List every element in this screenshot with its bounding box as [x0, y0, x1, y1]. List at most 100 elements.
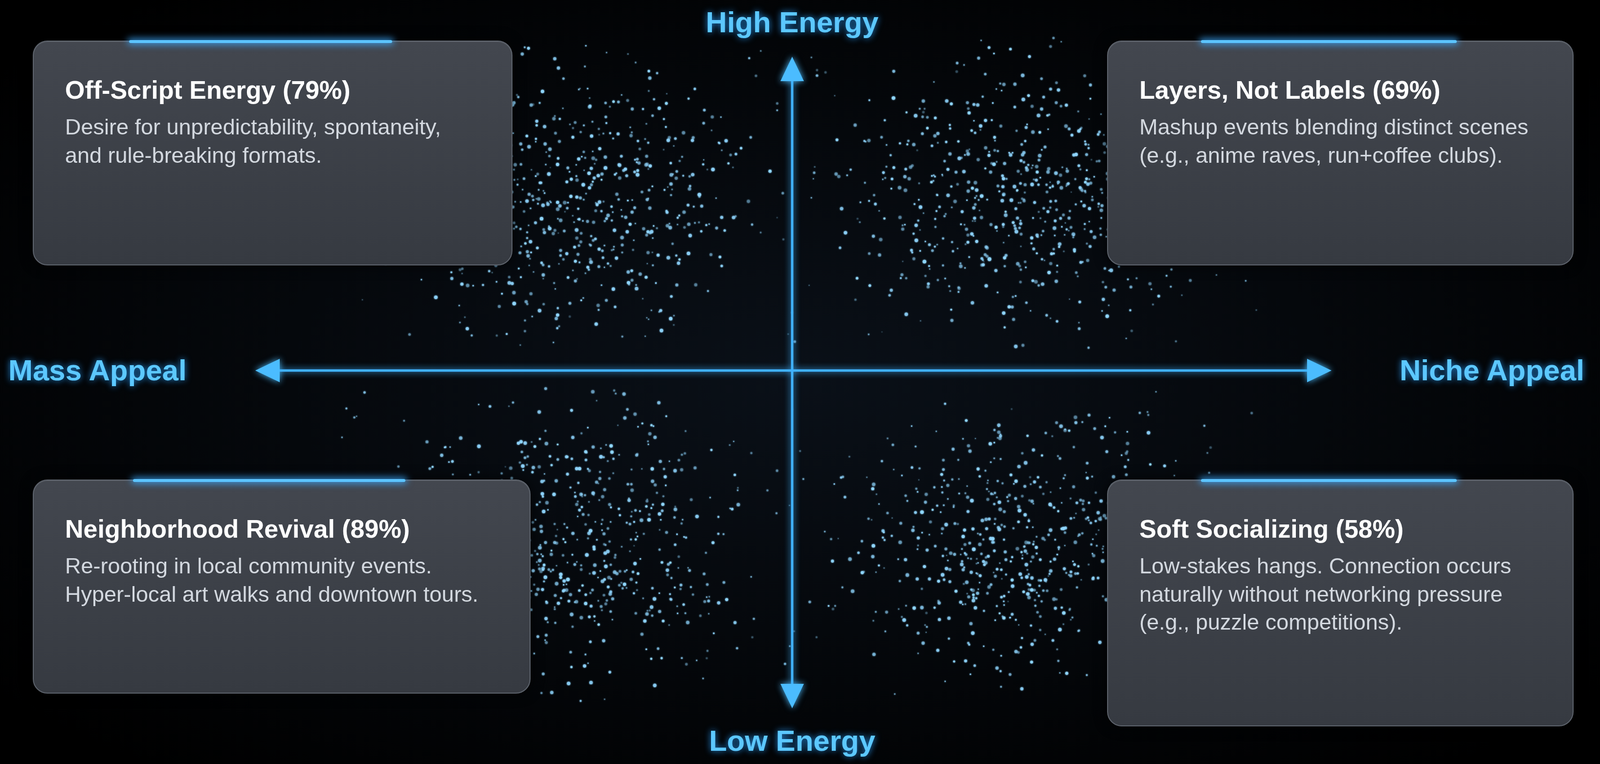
data-dot — [571, 625, 575, 629]
data-dot — [530, 251, 533, 254]
data-dot — [516, 183, 519, 186]
data-dot — [1085, 177, 1088, 180]
data-dot — [1027, 94, 1031, 98]
data-dot — [525, 134, 529, 137]
data-dot — [1021, 197, 1024, 200]
data-dot — [946, 193, 950, 198]
data-dot — [581, 512, 585, 516]
data-dot — [680, 657, 683, 660]
data-dot — [444, 446, 446, 449]
data-dot — [583, 65, 586, 68]
data-dot — [603, 578, 606, 581]
data-dot — [706, 596, 708, 599]
data-dot — [1019, 182, 1023, 186]
data-dot — [557, 139, 561, 143]
data-dot — [768, 169, 772, 174]
data-dot — [731, 508, 734, 511]
data-dot — [1148, 282, 1152, 286]
data-dot — [623, 215, 628, 220]
data-dot — [591, 156, 596, 161]
data-dot — [868, 99, 871, 102]
data-dot — [945, 99, 949, 103]
data-dot — [554, 288, 556, 290]
data-dot — [606, 527, 610, 531]
data-dot — [1055, 320, 1059, 323]
data-dot — [642, 108, 645, 111]
data-dot — [615, 172, 618, 175]
data-dot — [1043, 145, 1047, 149]
data-dot — [585, 451, 588, 454]
data-dot — [647, 518, 651, 522]
data-dot — [990, 119, 993, 122]
data-dot — [1129, 285, 1133, 289]
data-dot — [1034, 280, 1039, 285]
data-dot — [684, 536, 688, 539]
data-dot — [566, 682, 571, 686]
data-dot — [1067, 216, 1071, 220]
data-dot — [666, 562, 670, 566]
data-dot — [459, 436, 463, 441]
data-dot — [1057, 455, 1060, 458]
data-dot — [965, 101, 969, 105]
data-dot — [533, 221, 537, 225]
data-dot — [553, 594, 557, 598]
data-dot — [950, 308, 953, 311]
data-dot — [813, 166, 816, 168]
data-dot — [681, 131, 686, 135]
data-dot — [527, 144, 531, 149]
data-dot — [464, 316, 466, 318]
data-dot — [635, 173, 640, 178]
data-dot — [672, 145, 675, 147]
data-dot — [1024, 301, 1028, 305]
data-dot — [996, 230, 998, 232]
data-dot — [621, 546, 623, 549]
data-dot — [1089, 230, 1093, 234]
data-dot — [559, 597, 562, 600]
data-dot — [509, 466, 513, 470]
data-dot — [636, 589, 639, 592]
data-dot — [577, 207, 580, 211]
data-dot — [1076, 275, 1079, 278]
data-dot — [1021, 97, 1026, 102]
data-dot — [553, 608, 556, 611]
data-dot — [671, 188, 674, 191]
data-dot — [787, 333, 789, 335]
data-dot — [1005, 177, 1008, 180]
data-dot — [673, 137, 677, 141]
data-dot — [993, 149, 996, 152]
data-dot — [540, 691, 543, 695]
data-dot — [630, 468, 633, 471]
data-dot — [635, 532, 638, 534]
data-dot — [1039, 615, 1042, 619]
data-dot — [633, 521, 636, 524]
data-dot — [633, 412, 637, 417]
data-dot — [1048, 206, 1052, 209]
data-dot — [941, 264, 944, 267]
data-dot — [536, 635, 540, 639]
data-dot — [658, 529, 661, 531]
data-dot — [562, 579, 566, 583]
data-dot — [913, 511, 917, 515]
data-dot — [512, 221, 516, 224]
data-dot — [1052, 36, 1055, 40]
data-dot — [936, 141, 939, 144]
data-dot — [1040, 77, 1043, 80]
data-dot — [639, 510, 642, 513]
data-dot — [722, 533, 725, 536]
data-dot — [657, 400, 661, 405]
data-dot — [538, 438, 541, 441]
data-dot — [559, 254, 562, 257]
data-dot — [636, 139, 640, 143]
data-dot — [540, 89, 545, 94]
data-dot — [1011, 221, 1015, 225]
data-dot — [1035, 170, 1039, 174]
data-dot — [577, 515, 579, 518]
data-dot — [622, 392, 626, 396]
data-dot — [983, 146, 988, 150]
data-dot — [542, 303, 545, 306]
data-dot — [614, 256, 619, 261]
data-dot — [992, 102, 994, 104]
data-dot — [537, 558, 542, 563]
data-dot — [519, 344, 522, 347]
data-dot — [534, 519, 536, 521]
